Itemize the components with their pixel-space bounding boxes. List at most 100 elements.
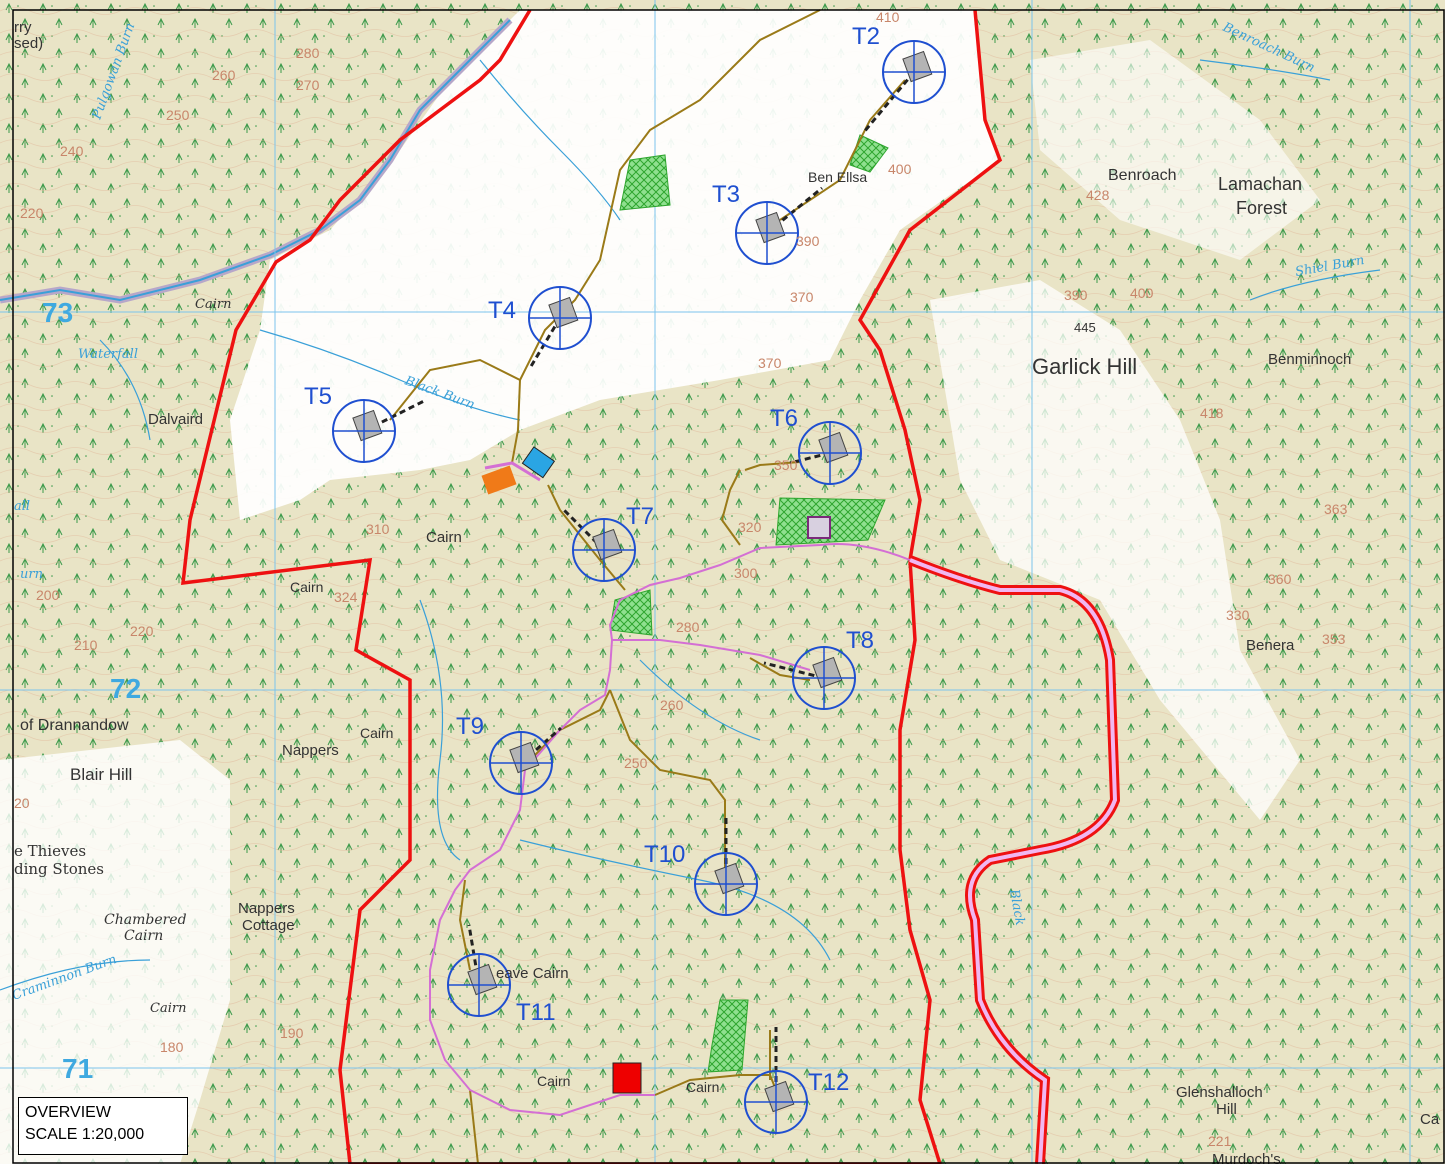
place-lamachan: Lamachan <box>1218 174 1302 194</box>
place-urn: urn <box>20 567 43 582</box>
place-benera: Benera <box>1246 637 1295 654</box>
access-road <box>429 543 911 1117</box>
turbine-t4: T4 <box>488 286 592 369</box>
turbine-cable <box>789 451 831 465</box>
place-cairn-6: Cairn <box>537 1073 570 1089</box>
turbine-label: T6 <box>770 405 798 432</box>
contour-320: 320 <box>738 519 762 535</box>
contour-280a: 280 <box>296 45 320 61</box>
turbine-label: T7 <box>626 503 654 530</box>
height-221: 221 <box>1208 1133 1232 1149</box>
place-ca: Ca <box>1420 1111 1440 1128</box>
access-spur-road <box>484 461 541 482</box>
substation-compound <box>807 516 831 539</box>
contour-270: 270 <box>296 77 320 93</box>
height-363: 363 <box>1324 501 1348 517</box>
contour-330: 330 <box>1226 607 1250 623</box>
place-forest: Forest <box>1236 198 1287 218</box>
turbine-hardstanding <box>467 963 498 996</box>
contour-250a: 250 <box>166 107 190 123</box>
contour-410: 410 <box>876 9 900 25</box>
height-418: 418 <box>1200 405 1224 421</box>
turbine-t2: T2 <box>852 23 946 133</box>
turbine-label: T3 <box>712 181 740 208</box>
place-cairn-2: Cairn <box>426 529 462 546</box>
turbine-t10: T10 <box>644 814 758 916</box>
open-ground-west <box>0 740 230 1164</box>
turbine-hardstanding <box>714 862 745 895</box>
place-all: all <box>14 499 30 514</box>
turbine-label: T2 <box>852 23 880 50</box>
overview-inset: OVERVIEW SCALE 1:20,000 <box>18 1097 188 1155</box>
turbine-t6: T6 <box>770 405 862 485</box>
place-blair-hill: Blair Hill <box>70 765 132 784</box>
turbine-label: T12 <box>808 1069 849 1096</box>
hatch-area-5 <box>707 999 749 1073</box>
contour-400: 400 <box>888 161 912 177</box>
turbine-t3: T3 <box>712 181 823 265</box>
streams <box>0 59 1381 991</box>
place-glenshalloch-1: Glenshalloch <box>1176 1084 1263 1101</box>
contour-300: 300 <box>734 565 758 581</box>
place-thieves: e Thieves <box>14 842 86 860</box>
place-chambered: Chambered <box>104 912 187 928</box>
place-quarry-1: rry <box>14 19 32 36</box>
hatch-area-1 <box>619 154 671 211</box>
contour-350: 350 <box>774 457 798 473</box>
turbine-t8: T8 <box>763 627 874 710</box>
construction-compound-blue <box>521 446 556 479</box>
grid-number-72: 72 <box>110 673 141 704</box>
construction-compound-orange <box>481 465 517 495</box>
access-tracks <box>389 9 906 1164</box>
turbine-hardstanding <box>509 741 540 774</box>
contour-400b: 400 <box>1130 285 1154 301</box>
turbine-label: T8 <box>846 627 874 654</box>
turbine-t12: T12 <box>744 1027 849 1134</box>
turbine-t9: T9 <box>456 713 562 795</box>
turbine-hardstanding <box>764 1080 795 1113</box>
height-428: 428 <box>1086 187 1110 203</box>
contour-324: 324 <box>334 589 358 605</box>
contour-200: 200 <box>36 587 60 603</box>
place-glenshalloch-2: Hill <box>1216 1101 1237 1118</box>
turbine-t7: T7 <box>562 503 654 582</box>
turbine-cable <box>520 726 562 765</box>
open-ground-east <box>930 280 1300 820</box>
place-dalvaird: Dalvaird <box>148 411 203 428</box>
grid-number-71: 71 <box>62 1053 93 1084</box>
contour-180: 180 <box>160 1039 184 1055</box>
contour-240: 240 <box>60 143 84 159</box>
place-quarry-2: sed) <box>14 35 43 52</box>
contour-280b: 280 <box>676 619 700 635</box>
turbine-hardstanding <box>592 528 623 561</box>
construction-compound-red <box>612 1062 642 1094</box>
turbine-hardstanding <box>352 409 383 442</box>
contour-370a: 370 <box>790 289 814 305</box>
place-murdochs: Murdoch's <box>1212 1151 1281 1164</box>
open-ground-lamachan <box>1030 40 1320 260</box>
place-standing-stones: ding Stones <box>14 860 104 878</box>
place-benminnoch: Benminnoch <box>1268 351 1351 368</box>
site-boundary <box>181 9 1003 1164</box>
turbine-label: T10 <box>644 841 685 868</box>
place-cairn-3: Cairn <box>290 579 323 595</box>
place-cairn-5: Cairn <box>150 1001 186 1016</box>
contour-390: 390 <box>796 233 820 249</box>
place-waterfall: Waterfall <box>78 347 138 362</box>
place-nappers-cottage-1: Nappers <box>238 900 295 917</box>
overview-scale: SCALE 1:20,000 <box>25 1126 145 1143</box>
turbine-hardstanding <box>755 211 786 244</box>
place-cairn-4: Cairn <box>360 725 393 741</box>
place-nappers: Nappers <box>282 742 339 759</box>
access-corridor-inner <box>909 558 1118 1164</box>
stream-black-east: Black <box>1006 887 1027 927</box>
height-445: 445 <box>1074 320 1096 335</box>
place-ben-ellsa: Ben Ellsa <box>808 169 867 185</box>
grid-number-73: 73 <box>42 297 73 328</box>
overview-title: OVERVIEW <box>25 1104 111 1121</box>
place-drannandow: of Drannandow <box>20 717 129 734</box>
contour-210: 210 <box>74 637 98 653</box>
